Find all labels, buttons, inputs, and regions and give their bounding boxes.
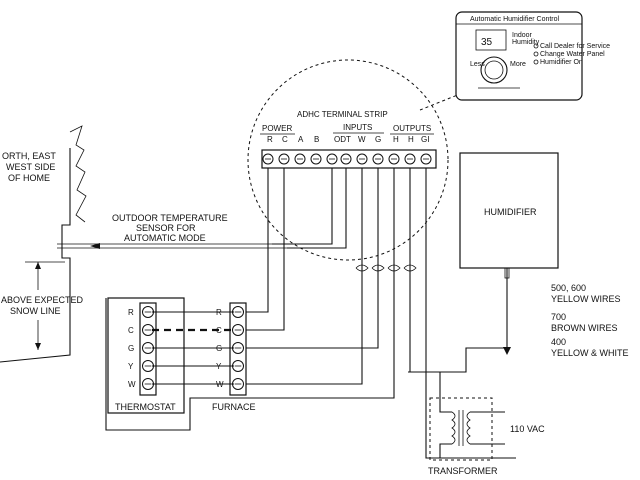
dial-label-less: Less xyxy=(470,61,485,68)
transformer-symbol xyxy=(408,371,505,461)
thermostat-term-g: G xyxy=(128,344,134,353)
indicator-label-1: Indoor xyxy=(512,32,533,39)
indicator-label-2: Humidity xyxy=(512,39,540,46)
wire-note-3-desc: YELLOW & WHITE xyxy=(551,348,629,358)
snow-line-label-1: ABOVE EXPECTED xyxy=(1,295,84,305)
thermostat-furnace-wires xyxy=(152,311,234,385)
group-label-inputs: INPUTS xyxy=(343,123,372,132)
wire-note-2-desc: BROWN WIRES xyxy=(551,323,618,333)
transformer-label: TRANSFORMER xyxy=(428,466,498,476)
terminal-label-r: R xyxy=(267,135,273,144)
humidifier-box xyxy=(459,152,559,269)
sensor-label-2: SENSOR FOR xyxy=(136,223,196,233)
snow-line-label-2: SNOW LINE xyxy=(10,306,61,316)
terminal-label-w: W xyxy=(358,135,366,144)
terminal-strip-screws xyxy=(262,153,432,165)
humidifier-control-panel xyxy=(455,11,583,101)
thermostat-label: THERMOSTAT xyxy=(115,402,176,412)
terminal-label-odt: ODT xyxy=(334,135,351,144)
location-note-line-2: WEST SIDE xyxy=(6,162,55,172)
group-label-outputs: OUTPUTS xyxy=(393,124,431,133)
lamp-label-3: Humidifier On xyxy=(540,59,583,66)
terminal-label-c: C xyxy=(282,135,288,144)
terminal-label-gi: GI xyxy=(421,135,429,144)
humidifier-outlet xyxy=(504,267,510,285)
control-wiring xyxy=(105,168,516,459)
magnifier-circle xyxy=(247,59,449,261)
terminal-label-h2: H xyxy=(408,135,414,144)
terminal-label-b: B xyxy=(314,135,319,144)
callout-line xyxy=(419,61,541,111)
lamp-label-1: Call Dealer for Service xyxy=(540,43,610,50)
group-brackets xyxy=(260,132,434,135)
humidity-readout: 35 xyxy=(481,37,493,48)
thermostat-term-c: C xyxy=(128,326,134,335)
wire-note-1-model: 500, 600 xyxy=(551,283,586,293)
control-panel-title: Automatic Humidifier Control xyxy=(470,16,560,23)
supply-voltage-label: 110 VAC xyxy=(510,424,545,434)
group-label-power: POWER xyxy=(262,124,292,133)
lamp-label-2: Change Water Panel xyxy=(540,51,605,58)
dial-label-more: More xyxy=(510,61,526,68)
terminal-labels: R C A B ODT W G H H GI xyxy=(267,135,429,144)
outdoor-sensor-probe xyxy=(57,243,287,249)
thermostat-term-w: W xyxy=(128,380,136,389)
humidifier-label: HUMIDIFIER xyxy=(484,207,537,217)
location-note-line-3: OF HOME xyxy=(8,173,50,183)
snow-line-dimension xyxy=(25,261,65,350)
terminal-label-h1: H xyxy=(393,135,399,144)
wire-note-3-model: 400 xyxy=(551,337,566,347)
thermostat-terminal-labels: R C G Y W xyxy=(128,308,136,389)
furnace-label: FURNACE xyxy=(212,402,256,412)
sensor-label-1: OUTDOOR TEMPERATURE xyxy=(112,213,228,223)
furnace-screws xyxy=(232,306,244,390)
house-roof-outline xyxy=(0,125,87,363)
location-note-line-1: ORTH, EAST xyxy=(2,151,56,161)
terminal-strip-title: ADHC TERMINAL STRIP xyxy=(297,110,388,119)
terminal-label-g: G xyxy=(375,135,381,144)
thermostat-term-r: R xyxy=(128,308,134,317)
sensor-label-3: AUTOMATIC MODE xyxy=(124,233,206,243)
wire-note-2-model: 700 xyxy=(551,312,566,322)
wire-note-1-desc: YELLOW WIRES xyxy=(551,294,621,304)
terminal-label-a: A xyxy=(298,135,304,144)
thermostat-screws xyxy=(142,306,154,390)
thermostat-term-y: Y xyxy=(128,362,134,371)
